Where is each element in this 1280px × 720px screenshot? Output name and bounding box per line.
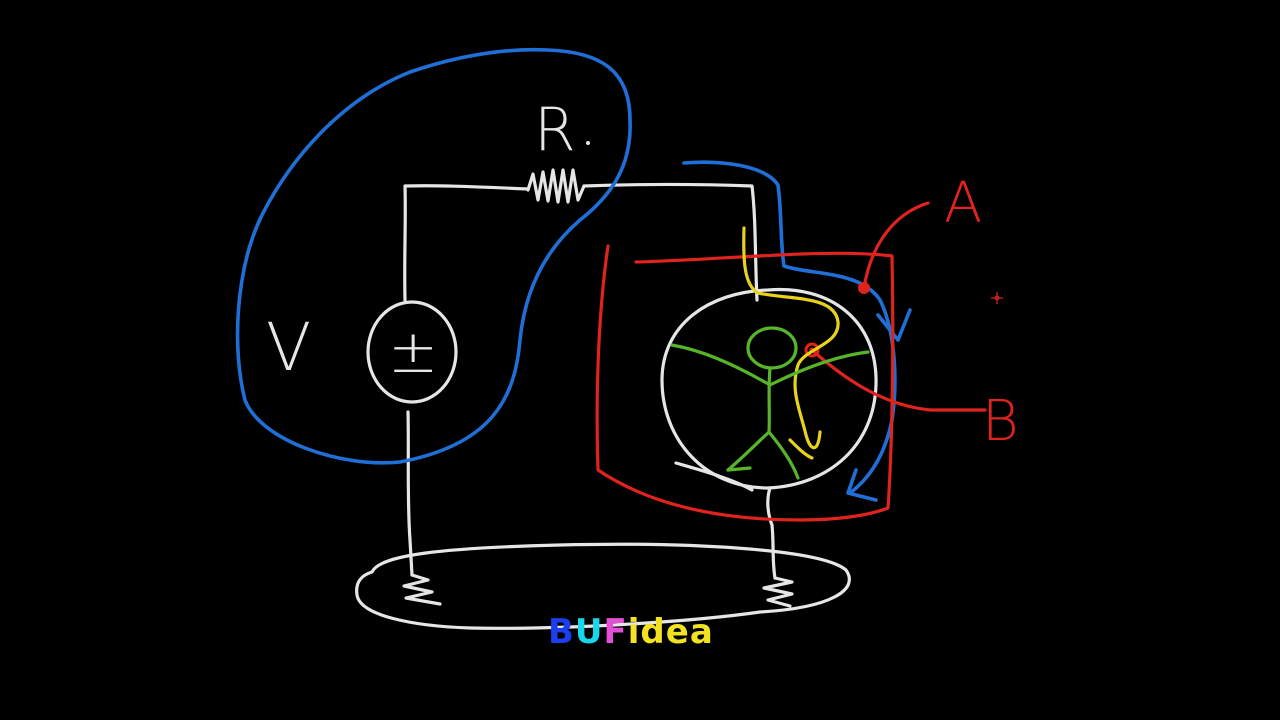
top-wire-right [582,182,759,302]
ground-resistor-left [402,573,442,606]
pointer-b [810,348,987,412]
voltage-label: V [266,309,311,386]
voltage-loop-outline [235,47,632,465]
arrowhead-bottom [846,468,878,502]
red-frame [595,244,895,522]
voltage-source-circle [366,300,458,404]
brand-part: F [603,612,628,652]
resistor-label-dot [586,141,590,145]
person-legs [726,430,800,480]
resistor-zigzag [526,168,586,204]
ground-platform [355,542,851,630]
right-wire-bottom [766,486,777,580]
pen-cursor-icon [991,292,1003,304]
person-body [767,366,772,434]
yellow-current-tail [788,438,814,460]
pointer-a [862,201,930,290]
brand-part: U [574,612,604,652]
point-b-dot [804,342,820,358]
yellow-current-path [742,226,840,450]
point-b-label: B [982,389,1019,454]
brand-logo: BUFidea [548,612,714,652]
person-foot [726,466,752,472]
left-wire-bottom [406,410,414,577]
current-path-arrow [682,160,897,495]
point-a-label: A [944,171,982,236]
point-a-dot [858,282,870,294]
enclosure-ground-line [674,461,754,492]
person-arms [670,343,870,387]
left-wire-top [403,184,530,302]
person-head [746,326,798,370]
brand-part: idea [627,612,714,652]
ground-resistor-right [762,576,794,608]
source-symbol: ± [388,317,438,387]
arrowhead-down [876,308,912,342]
brand-part: B [548,612,575,652]
resistor-label: R [534,95,576,165]
person-enclosure-circle [660,287,878,490]
